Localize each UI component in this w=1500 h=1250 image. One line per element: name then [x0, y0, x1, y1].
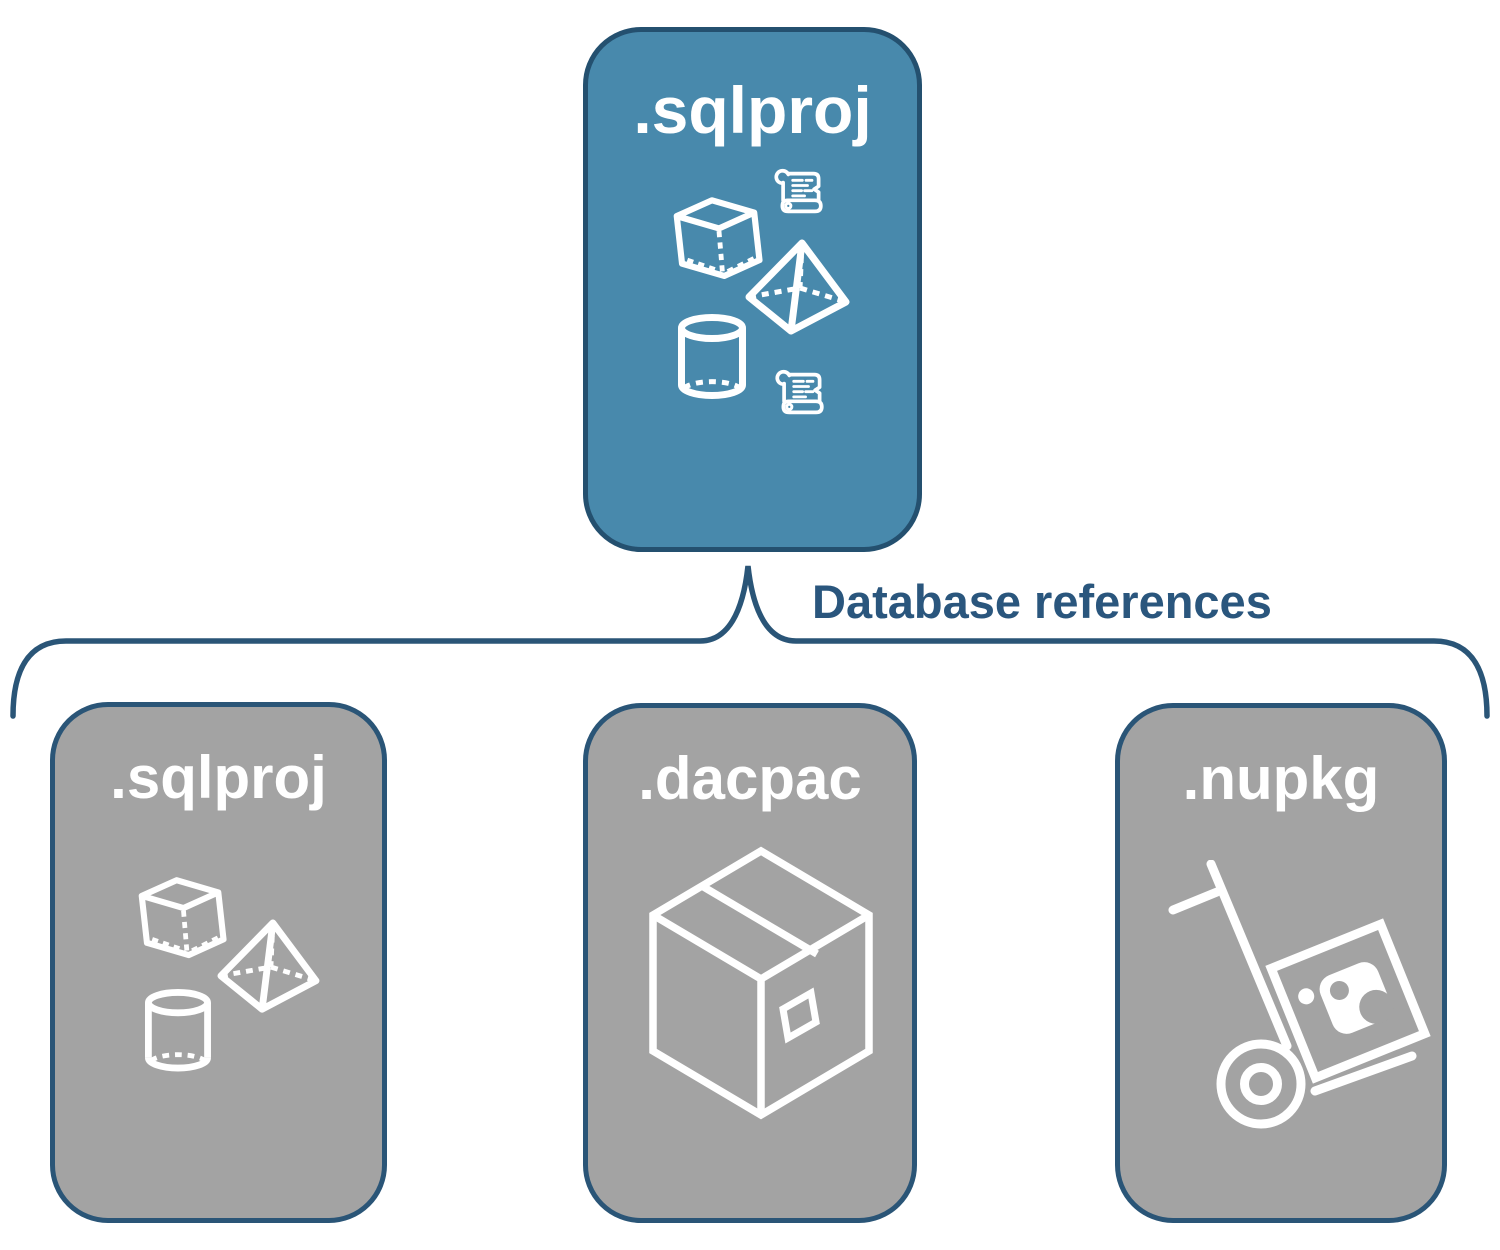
package-box-icon: [649, 846, 873, 1120]
node-title: .nupkg: [1182, 745, 1380, 812]
node-sqlproj-root: .sqlproj: [583, 27, 922, 552]
scroll-icon: [774, 168, 823, 214]
sql-objects-icon-cluster: [138, 877, 320, 1072]
node-dacpac: .dacpac: [583, 703, 917, 1223]
connector-label: Database references: [812, 575, 1272, 628]
pyramid-icon: [217, 919, 320, 1013]
node-sqlproj-child: .sqlproj: [50, 702, 387, 1223]
scroll-icon: [775, 369, 824, 415]
pyramid-icon: [745, 239, 850, 335]
sql-objects-icon-cluster: [673, 168, 850, 415]
nuget-handtruck-icon: [1168, 860, 1431, 1129]
cylinder-icon: [145, 989, 211, 1072]
cube-icon: [138, 877, 227, 959]
node-title: .sqlproj: [633, 73, 872, 147]
cube-icon: [673, 197, 763, 280]
node-nupkg: .nupkg: [1115, 703, 1447, 1223]
cylinder-icon: [678, 314, 746, 399]
node-title: .dacpac: [638, 745, 862, 812]
node-title: .sqlproj: [110, 744, 327, 811]
